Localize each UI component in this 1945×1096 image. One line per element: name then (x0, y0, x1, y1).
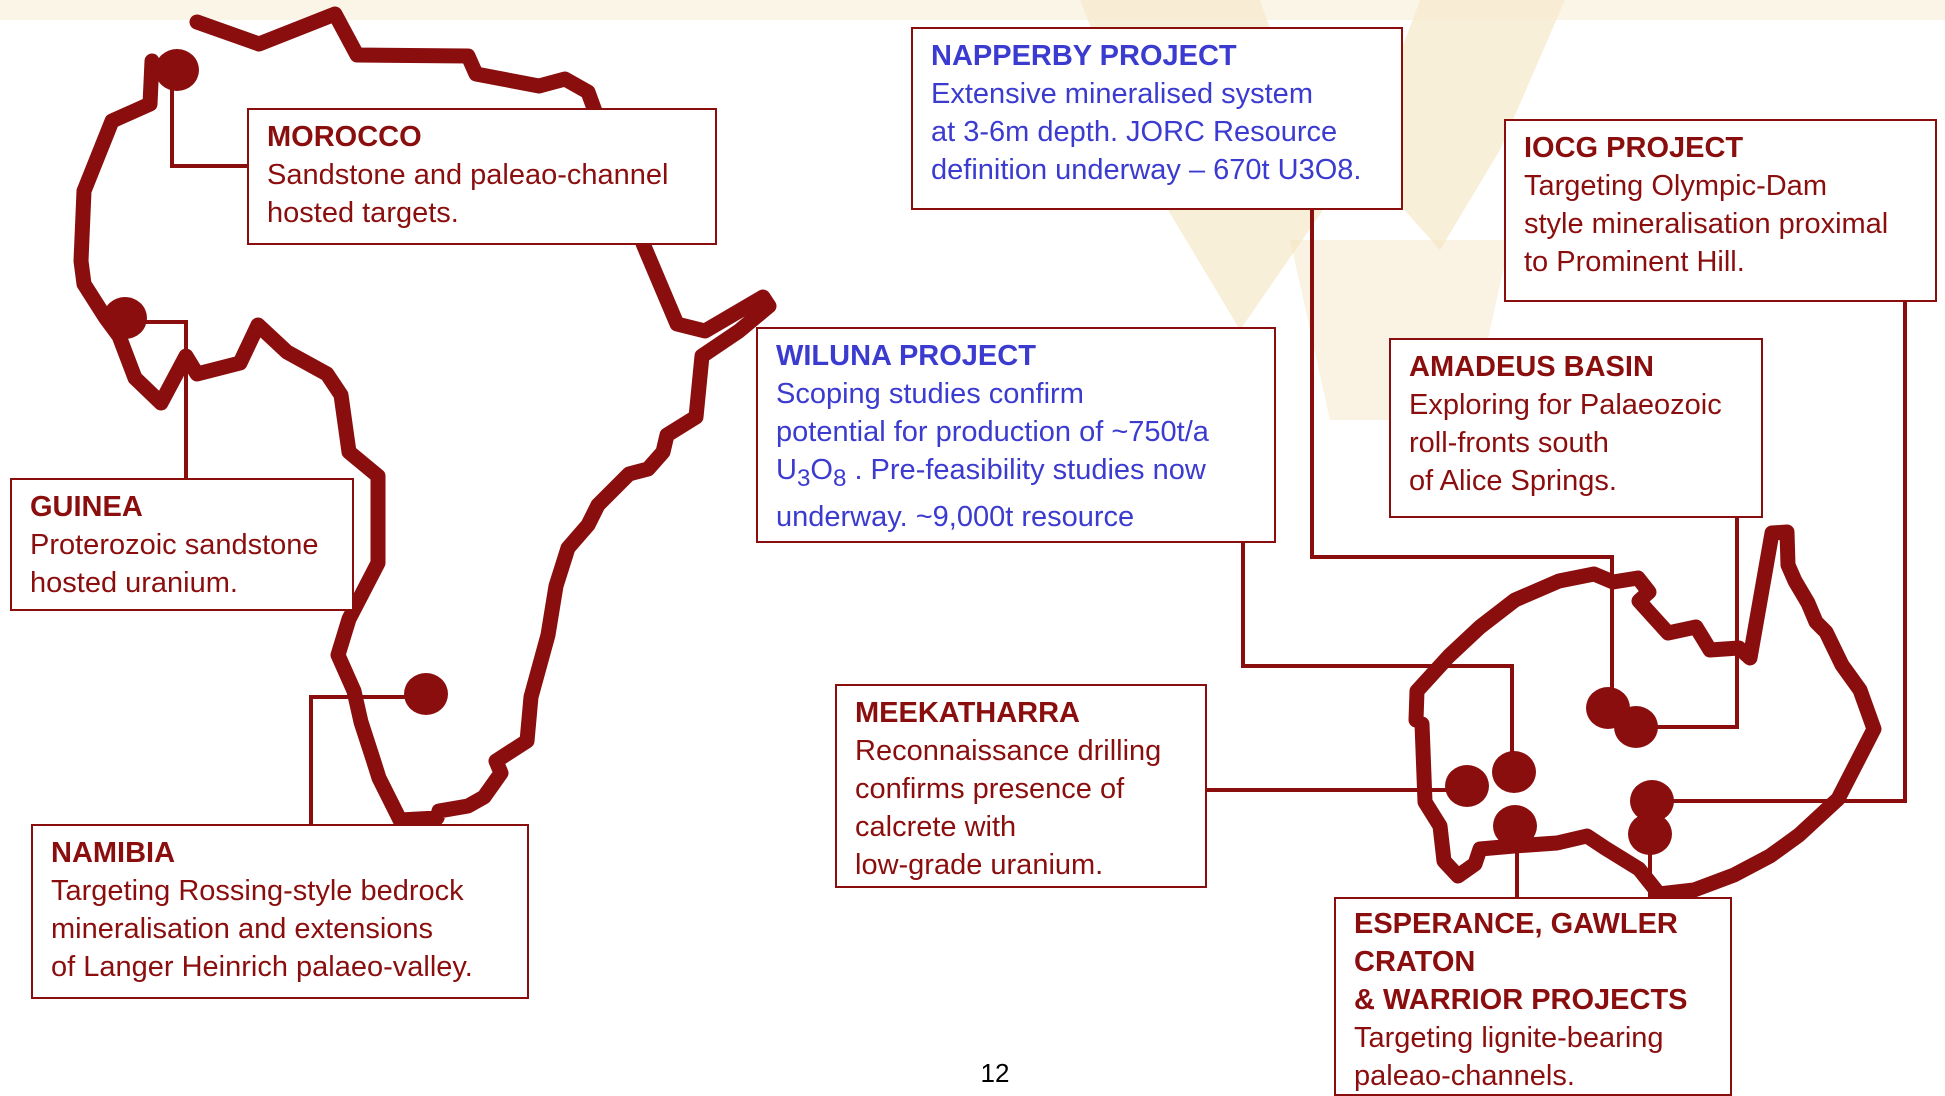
namibia-callout: NAMIBIA Targeting Rossing-style bedrock … (31, 824, 529, 999)
wiluna-formula-o: O (810, 454, 833, 486)
africa-outline (73, 6, 777, 828)
morocco-title: MOROCCO (267, 121, 422, 153)
iocg-project-description: Targeting Olympic-Dam style mineralisati… (1524, 170, 1889, 278)
amadeus-basin-callout: AMADEUS BASIN Exploring for Palaeozoic r… (1389, 338, 1763, 518)
morocco-description: Sandstone and paleao-channel hosted targ… (267, 159, 669, 229)
wiluna-formula-sub-3: 3 (796, 464, 811, 492)
amadeus-basin-description: Exploring for Palaeozoic roll-fronts sou… (1409, 389, 1722, 497)
morocco-callout: MOROCCO Sandstone and paleao-channel hos… (247, 108, 717, 245)
meekatharra-title: MEEKATHARRA (855, 697, 1081, 729)
wiluna-formula-u: U (776, 454, 797, 486)
wiluna-project-title: WILUNA PROJECT (776, 340, 1036, 372)
namibia-description: Targeting Rossing-style bedrock minerali… (51, 875, 473, 983)
namibia-leader-line (309, 695, 428, 824)
morocco-leader-line (170, 72, 247, 168)
wiluna-project-dot (1492, 751, 1536, 793)
napperby-project-callout: NAPPERBY PROJECT Extensive mineralised s… (911, 27, 1403, 210)
esperance-gawler-warrior-description: Targeting lignite-bearing paleao-channel… (1354, 1022, 1664, 1092)
wiluna-leader-line (1241, 543, 1514, 770)
watermark-glow-top (0, 0, 1945, 20)
iocg-project-callout: IOCG PROJECT Targeting Olympic-Dam style… (1504, 119, 1937, 302)
iocg-leader-line (1654, 302, 1907, 803)
morocco-project-dot (155, 49, 199, 91)
wiluna-project-description: Scoping studies confirm potential for pro… (776, 375, 1256, 536)
namibia-title: NAMIBIA (51, 837, 176, 869)
page-number: 12 (980, 1058, 1010, 1088)
esperance-project-dot (1493, 805, 1537, 847)
iocg-project-title: IOCG PROJECT (1524, 132, 1744, 164)
napperby-project-title: NAPPERBY PROJECT (931, 40, 1237, 72)
napperby-leader-line (1310, 210, 1614, 712)
wiluna-u3o8-formula: U3O8 (776, 454, 846, 492)
watermark-shape-right (1360, 0, 1565, 250)
esperance-gawler-warrior-title: ESPERANCE, GAWLER CRATON & WARRIOR PROJE… (1354, 908, 1688, 1016)
guinea-callout: GUINEA Proterozoic sandstone hosted uran… (10, 478, 354, 611)
iocg-project-dot (1630, 780, 1674, 822)
wiluna-body-line-3: . Pre-feasibility studies now (846, 454, 1206, 486)
meekatharra-callout: MEEKATHARRA Reconnaissance drilling conf… (835, 684, 1207, 888)
esperance-gawler-warrior-callout: ESPERANCE, GAWLER CRATON & WARRIOR PROJE… (1334, 897, 1732, 1096)
guinea-title: GUINEA (30, 491, 143, 523)
wiluna-project-callout: WILUNA PROJECT Scoping studies confirm po… (756, 327, 1276, 543)
wiluna-body-line-4: underway. ~9,000t resource (776, 500, 1135, 533)
napperby-project-description: Extensive mineralised system at 3-6m dep… (931, 78, 1362, 186)
guinea-project-dot (103, 297, 147, 339)
wiluna-formula-sub-8: 8 (832, 464, 847, 492)
amadeus-project-dot (1614, 706, 1658, 748)
meekatharra-description: Reconnaissance drilling confirms presenc… (855, 735, 1162, 881)
amadeus-leader-line (1640, 518, 1739, 729)
meekatharra-project-dot (1445, 765, 1489, 807)
guinea-description: Proterozoic sandstone hosted uranium. (30, 529, 319, 599)
wiluna-body-line-2: potential for production of ~750t/a (776, 416, 1209, 448)
namibia-project-dot (404, 673, 448, 715)
wiluna-body-line-1: Scoping studies confirm (776, 378, 1084, 410)
amadeus-basin-title: AMADEUS BASIN (1409, 351, 1654, 383)
warrior-project-dot (1628, 813, 1672, 855)
